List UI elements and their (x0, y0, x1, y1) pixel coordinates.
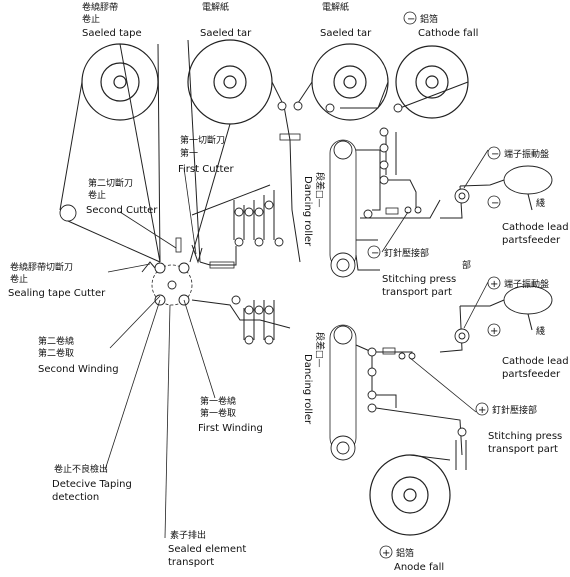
label-second-winding: Second Winding (38, 364, 119, 375)
label-vertical-cn-1: 段差□— (314, 172, 326, 208)
label-dancing-roller-2: Dancing roller (302, 354, 313, 425)
anode-feed-path (355, 344, 467, 470)
leader-stitch-1 (381, 211, 409, 253)
label-second-cutter: Second Cutter (86, 205, 158, 216)
upper-accumulator (191, 184, 284, 269)
label-feeder-2-sym: + (490, 279, 498, 290)
sealing-tape-cutter (141, 261, 156, 273)
leader-stitch-2 (409, 357, 477, 413)
label-feeder-1-sym: − (491, 149, 499, 160)
label-sealed-element-1: Sealed element (168, 544, 246, 555)
label-stitch-1-cn2: 部 (462, 259, 471, 271)
reel-sealed-tar-1 (187, 39, 273, 125)
minus-symbol-feeder-1b (487, 195, 501, 209)
label-cathode-fall: Cathode fall (418, 28, 478, 39)
leader-first-winding (183, 299, 216, 399)
label-feeder-1-cn: 端子振動盤 (504, 148, 549, 160)
label-stitch-1-sym: − (371, 248, 379, 259)
label-feeder-2-en2: partsfeeder (502, 369, 561, 380)
label-stitch-2-cn: 釘針壓接部 (492, 404, 537, 416)
label-cathode-fall-sym: − (407, 14, 415, 25)
dancing-roller-2 (329, 324, 357, 461)
label-feeder-2-sym2: + (490, 326, 498, 337)
label-second-cutter-cn: 第二切斷刀 (88, 177, 133, 189)
plus-symbol-anode-fall (379, 545, 393, 559)
leader-detection (104, 299, 161, 471)
label-first-cutter: First Cutter (178, 164, 235, 175)
leader-feeder-2 (463, 281, 489, 329)
label-anode-fall: Anode fall (394, 562, 444, 573)
label-stitch-2-en2: transport part (488, 444, 558, 455)
cathode-feed-path (355, 127, 441, 271)
label-feeder-1-sym2: − (491, 198, 499, 209)
label-sealed-tar-1-cn: 電解紙 (202, 1, 229, 13)
plus-symbol-stitch-2 (475, 402, 489, 416)
label-stitch-2-en1: Stitching press (488, 431, 562, 442)
reel-sealed-tape (81, 43, 159, 121)
label-stitch-2-sym: + (478, 405, 486, 416)
leader-sealed-element (164, 304, 171, 539)
leader-feeder-1 (463, 149, 489, 189)
label-first-winding-cn2: 第一卷取 (200, 407, 236, 419)
label-second-cutter-cn2: 卷止 (88, 189, 106, 201)
first-cutter (191, 244, 203, 264)
second-cutter (175, 237, 182, 253)
label-stitch-1-cn: 釘針壓接部 (384, 247, 429, 259)
label-sealed-tape: Saeled tape (82, 28, 142, 39)
label-cathode-fall-cn: 鋁箔 (420, 13, 438, 25)
label-sealed-tape-cn2: 卷止 (82, 13, 100, 25)
label-first-winding: First Winding (198, 423, 263, 434)
dancing-roller-1 (329, 139, 357, 278)
minus-symbol-stitch-1 (367, 245, 381, 259)
label-sealed-element-2: transport (168, 557, 214, 568)
label-first-winding-cn1: 第一卷繞 (200, 395, 236, 407)
label-sealed-tape-cn: 卷繞膠帶 (82, 1, 118, 13)
cathode-lead-partsfeeder-2 (439, 285, 553, 353)
label-sealed-tar-2-cn: 電解紙 (322, 1, 349, 13)
label-sealing-tape-cutter-cn: 卷繞膠帶切斷刀 (10, 261, 73, 273)
label-first-cutter-cn2: 第一 (180, 147, 198, 159)
reel-cathode-foil (395, 45, 469, 119)
plus-symbol-feeder-2b (487, 323, 501, 337)
label-first-cutter-cn1: 第一切斷刀 (180, 134, 225, 146)
minus-symbol-feeder-1 (487, 146, 501, 160)
leader-second-winding (109, 295, 161, 349)
leader-second-cutter (119, 211, 177, 249)
label-stitch-1-en2: transport part (382, 287, 452, 298)
label-anode-fall-cn: 鋁箔 (396, 547, 414, 559)
label-sealed-tar-1: Saeled tar (200, 28, 252, 39)
label-detective-cn: 卷止不良檢出 (54, 463, 108, 475)
label-second-winding-cn2: 第二卷取 (38, 347, 74, 359)
label-feeder-1-cn2: 綫 (536, 197, 545, 209)
label-feeder-1-en2: partsfeeder (502, 235, 561, 246)
label-stitch-1-en1: Stitching press (382, 274, 456, 285)
label-second-winding-cn1: 第二卷繞 (38, 335, 74, 347)
label-sealed-element-cn: 素子排出 (170, 529, 206, 541)
reel-anode-foil (369, 454, 451, 536)
label-anode-fall-sym: + (382, 548, 390, 559)
cathode-lead-partsfeeder-1 (440, 165, 553, 219)
label-detective-1: Detecive Taping (52, 479, 132, 490)
label-sealed-tar-2: Saeled tar (320, 28, 372, 39)
label-feeder-2-cn: 端子振動盤 (504, 278, 549, 290)
leader-sealing-cutter (107, 263, 151, 273)
plus-symbol-feeder-2 (487, 276, 501, 290)
winding-head (151, 262, 193, 306)
label-feeder-1-en1: Cathode lead (502, 222, 569, 233)
label-sealing-tape-cutter: Sealing tape Cutter (8, 288, 106, 299)
minus-symbol-cathode-fall (403, 11, 417, 25)
label-feeder-2-en1: Cathode lead (502, 356, 569, 367)
lower-accumulator (191, 295, 291, 345)
label-feeder-2-cn2: 綫 (536, 325, 545, 337)
leader-first-cutter (183, 167, 197, 255)
label-detective-2: detection (52, 492, 99, 503)
label-sealing-tape-cutter-cn2: 卷止 (10, 273, 28, 285)
label-dancing-roller-1: Dancing roller (302, 176, 313, 247)
label-vertical-cn-2: 段差□— (314, 332, 326, 368)
reel-sealed-tar-2 (311, 43, 389, 121)
tape-guide-roller (59, 204, 77, 222)
